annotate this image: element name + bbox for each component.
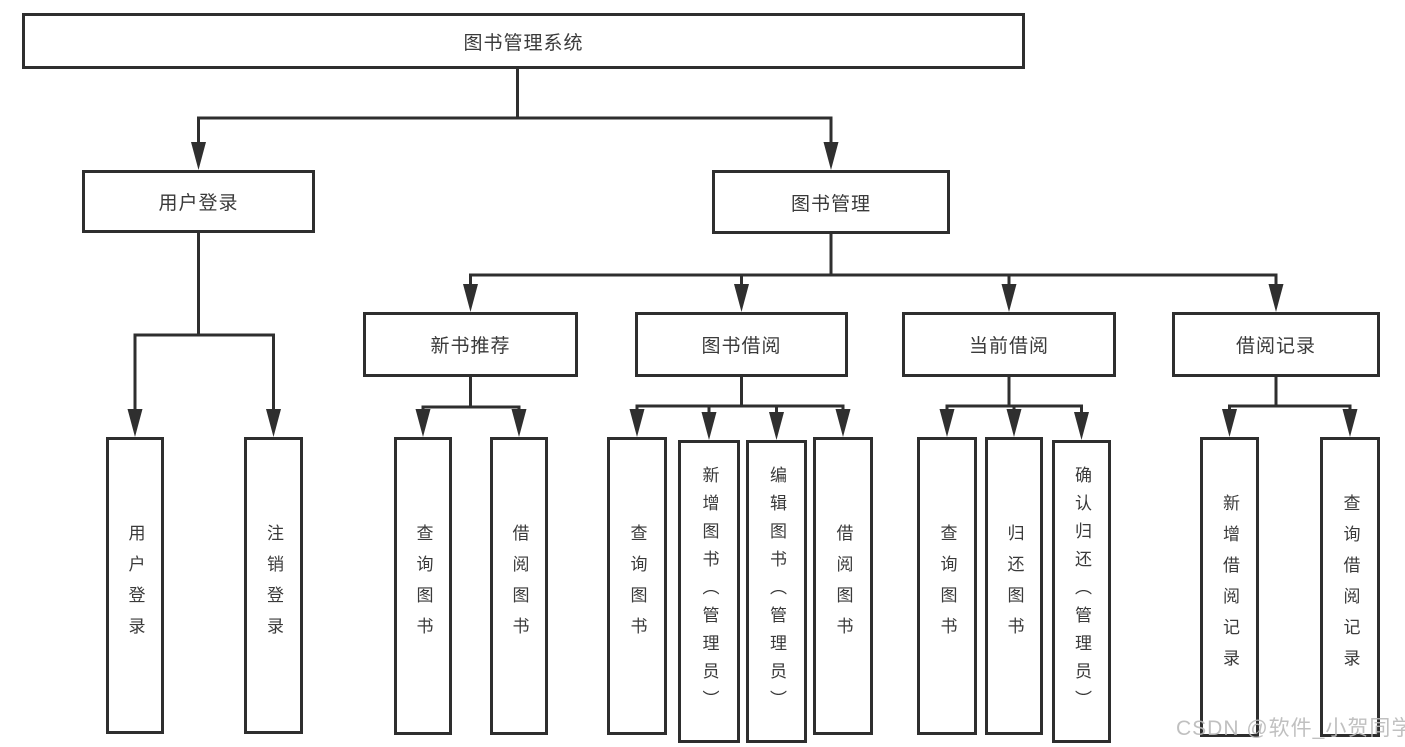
leaf-query-book-3-label: 查询图书 [937, 524, 957, 648]
leaf-user-login-label: 用户登录 [125, 523, 145, 648]
node-current-borrow: 当前借阅 [902, 312, 1116, 377]
leaf-query-book-1: 查询图书 [394, 437, 452, 735]
leaf-confirm-return-admin: 确认归还（管理员） [1052, 440, 1111, 743]
node-root-label: 图书管理系统 [463, 32, 584, 54]
node-book-management: 图书管理 [712, 170, 950, 234]
node-borrow-records-label: 借阅记录 [1235, 336, 1316, 357]
node-book-borrow-label: 图书借阅 [701, 336, 782, 357]
leaf-add-book-admin-label: 新增图书（管理员） [699, 465, 719, 718]
connector-book-management [463, 234, 1284, 312]
leaf-query-book-3: 查询图书 [917, 437, 977, 735]
leaf-edit-book-admin-label: 编辑图书（管理员） [767, 465, 786, 718]
connector-user-login [127, 233, 281, 437]
leaf-return-book: 归还图书 [985, 437, 1043, 735]
node-new-book-recommend: 新书推荐 [363, 312, 578, 377]
leaf-query-borrow-record: 查询借阅记录 [1320, 437, 1380, 737]
connector-root [191, 69, 839, 170]
leaf-borrow-book-2-label: 借阅图书 [833, 524, 853, 648]
node-book-management-label: 图书管理 [790, 193, 871, 215]
connector-new-book [415, 377, 527, 437]
leaf-user-login: 用户登录 [106, 437, 164, 734]
csdn-watermark: CSDN @软件_小贺同学 [1176, 717, 1405, 740]
leaf-query-borrow-record-label: 查询借阅记录 [1340, 494, 1360, 680]
leaf-query-book-2-label: 查询图书 [627, 524, 647, 648]
leaf-logout-label: 注销登录 [264, 523, 283, 648]
leaf-return-book-label: 归还图书 [1004, 524, 1024, 648]
leaf-borrow-book-2: 借阅图书 [813, 437, 873, 735]
leaf-borrow-book-1: 借阅图书 [490, 437, 548, 735]
leaf-query-book-1-label: 查询图书 [413, 524, 433, 648]
node-new-book-recommend-label: 新书推荐 [430, 336, 511, 357]
leaf-add-book-admin: 新增图书（管理员） [678, 440, 740, 743]
connector-borrow-records [1222, 377, 1358, 437]
connector-current-borrow [939, 377, 1089, 440]
node-user-login-label: 用户登录 [158, 193, 239, 214]
node-root: 图书管理系统 [22, 13, 1025, 69]
node-book-borrow: 图书借阅 [635, 312, 848, 377]
leaf-edit-book-admin: 编辑图书（管理员） [746, 440, 807, 743]
leaf-add-borrow-record-label: 新增借阅记录 [1220, 494, 1239, 680]
node-current-borrow-label: 当前借阅 [968, 336, 1049, 357]
leaf-add-borrow-record: 新增借阅记录 [1200, 437, 1259, 737]
node-user-login: 用户登录 [82, 170, 315, 233]
node-borrow-records: 借阅记录 [1172, 312, 1380, 377]
leaf-logout: 注销登录 [244, 437, 303, 734]
leaf-borrow-book-1-label: 借阅图书 [509, 524, 529, 648]
leaf-confirm-return-admin-label: 确认归还（管理员） [1072, 465, 1091, 718]
connector-book-borrow [629, 377, 851, 440]
leaf-query-book-2: 查询图书 [607, 437, 667, 735]
